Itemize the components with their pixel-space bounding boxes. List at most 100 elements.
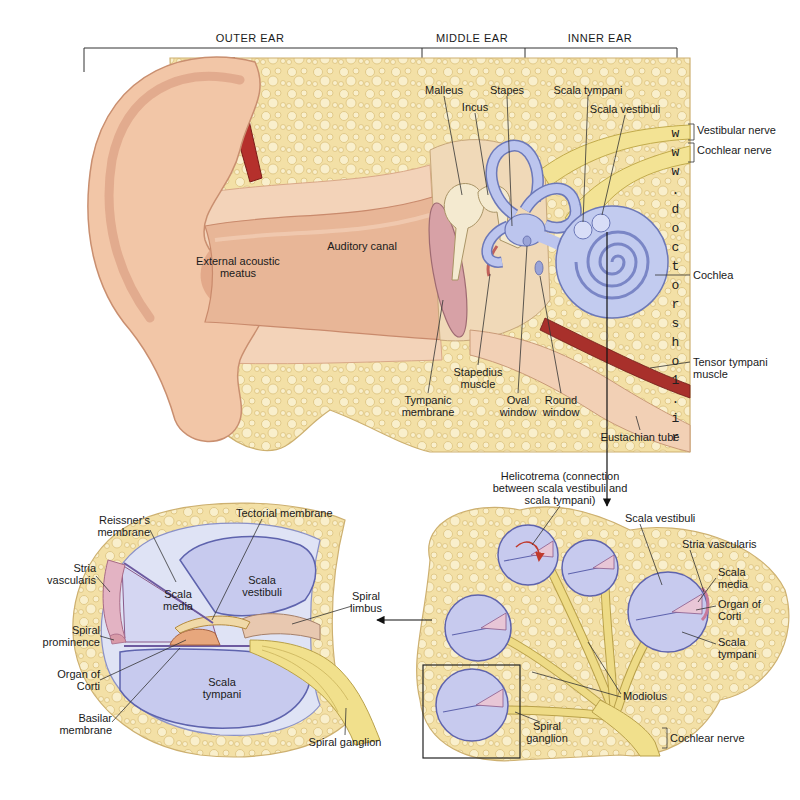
cochlear-turn <box>445 595 511 661</box>
scala-section <box>592 214 610 232</box>
part-label: Malleus <box>414 84 474 96</box>
leader-line <box>345 708 346 735</box>
part-label: Helicotrema (connection between scala ve… <box>490 470 630 506</box>
part-label: Round window <box>536 394 586 418</box>
scala-section <box>574 221 592 239</box>
nerve-brace <box>688 143 694 162</box>
leader-line <box>698 578 716 602</box>
reissners-membrane <box>124 563 213 623</box>
part-label: Scala tympani <box>192 676 252 700</box>
part-label: Stria vascularis <box>36 562 96 586</box>
part-label: Scala tympani <box>718 636 768 660</box>
part-label: External acoustic meatus <box>188 255 288 279</box>
leader-line <box>475 113 488 195</box>
helicotrema-arrow <box>516 542 539 560</box>
part-label: Reissner's membrane <box>70 514 150 538</box>
leader-line <box>690 550 704 592</box>
region-label: INNER EAR <box>550 32 650 44</box>
scala-media <box>593 555 614 569</box>
cochlear-turn <box>498 525 558 585</box>
leader-line <box>100 636 114 640</box>
cochlea-spiral <box>576 232 648 298</box>
part-label: Scala media <box>156 588 201 612</box>
cochlear-canal <box>101 523 320 735</box>
leader-line <box>444 96 462 195</box>
leader-line <box>540 276 561 393</box>
leader-line <box>292 606 352 624</box>
organ-of-corti <box>170 629 220 645</box>
part-label: Tectorial membrane <box>236 507 366 519</box>
part-label: Tympanic membrane <box>393 394 463 418</box>
nerve-streak <box>262 646 348 712</box>
cochlear-nerve-trunk <box>592 700 660 756</box>
pointer-arrow <box>606 232 607 506</box>
cochlea <box>556 206 668 318</box>
part-label: Scala vestibuli <box>625 512 725 524</box>
spiral-limbus <box>240 614 320 640</box>
watermark: www.doctorsho1.ir <box>668 126 682 449</box>
cochlear-turn <box>562 540 618 596</box>
leader-line <box>588 642 621 694</box>
leader-line <box>212 519 262 620</box>
part-label: Incus <box>450 101 500 113</box>
part-label: Modiolus <box>623 690 703 702</box>
leader-line <box>532 672 621 697</box>
region-label: MIDDLE EAR <box>422 32 522 44</box>
cochlear-turn <box>628 572 708 652</box>
pointer-arrow <box>377 619 432 620</box>
spiral-ganglion <box>250 640 380 745</box>
part-label: Stapes <box>482 84 532 96</box>
cochlea-bone <box>417 507 789 761</box>
stria-vascularis <box>103 560 125 640</box>
scala-media <box>672 594 702 614</box>
part-label: Tensor tympani muscle <box>693 356 778 380</box>
part-label: Cochlea <box>693 269 773 281</box>
tensor-tympani <box>540 318 690 398</box>
part-label: Organ of Corti <box>40 668 100 692</box>
part-label: Auditory canal <box>312 240 412 252</box>
part-label: Spiral ganglion <box>290 736 400 748</box>
oval-window <box>523 236 531 246</box>
nerve-fiber <box>605 580 614 708</box>
leader-line <box>100 640 186 680</box>
leader-line <box>428 300 443 393</box>
leader-line <box>602 115 625 215</box>
scala-media <box>531 541 553 557</box>
part-label: Stapedius muscle <box>448 366 508 390</box>
nerve-fiber <box>500 636 610 712</box>
leader-line <box>640 524 662 585</box>
nerve-brace <box>662 728 667 748</box>
round-window <box>535 261 543 275</box>
part-label: Basilar membrane <box>42 712 112 736</box>
nerve-fiber <box>605 580 614 708</box>
part-label: Oval window <box>496 394 541 418</box>
canal-highlight <box>215 215 430 240</box>
leader-line <box>636 416 640 430</box>
part-label: Stria vascularis <box>682 538 782 550</box>
part-label: Scala vestibuli <box>580 103 670 115</box>
part-label: Vestibular nerve <box>697 124 797 136</box>
scala-media <box>476 689 503 707</box>
leader-line <box>682 632 716 644</box>
part-label: Scala vestibuli <box>232 574 292 598</box>
part-label: Spiral ganglion <box>522 720 572 744</box>
nerve-brace <box>688 124 694 140</box>
part-label: Spiral limbus <box>341 590 391 614</box>
leader-line <box>478 274 490 365</box>
part-label: Cochlear nerve <box>697 144 797 156</box>
leader-line <box>96 576 110 592</box>
leader-line <box>112 648 180 722</box>
malleus <box>444 184 484 280</box>
part-label: Organ of Corti <box>718 598 768 622</box>
scala-media <box>481 613 506 630</box>
inset-frame <box>423 665 520 758</box>
bone-wall <box>73 503 350 757</box>
part-label: Cochlear nerve <box>670 732 770 744</box>
spiral-prominence <box>110 634 126 644</box>
nerve-fiber <box>500 636 610 712</box>
cochlear-turn <box>436 669 508 741</box>
leader-line <box>150 530 176 582</box>
part-label: Spiral prominence <box>25 624 100 648</box>
leader-line <box>532 506 560 545</box>
leader-line <box>583 96 588 222</box>
